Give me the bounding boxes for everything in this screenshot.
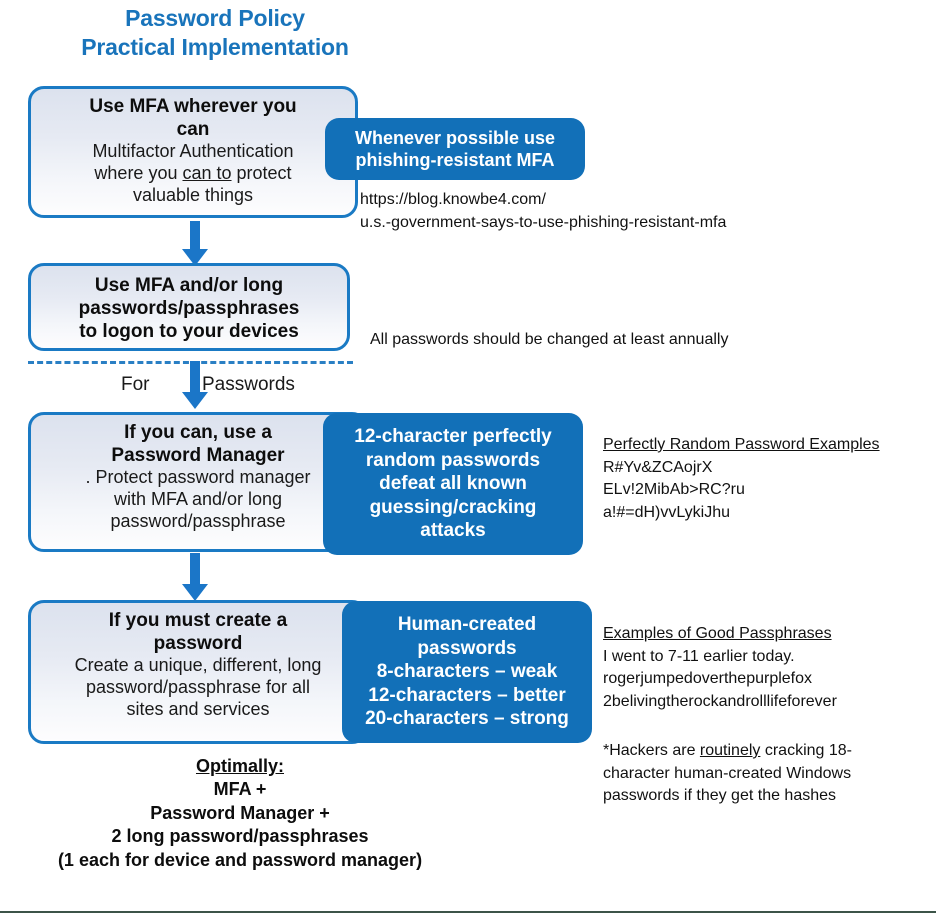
callout-random-passwords[interactable]: 12-character perfectly random passwords … (323, 413, 583, 555)
note-passphrase-examples: Examples of Good Passphrases I went to 7… (603, 623, 933, 714)
step2-heading-line1: Use MFA and/or long (94, 275, 284, 296)
step3-body-line3: password/passphrase (110, 511, 286, 532)
divider-label-before: For (121, 374, 150, 395)
hackers-warning-post: cracking 18- (760, 742, 852, 759)
hackers-warning-line-3: passwords if they get the hashes (603, 787, 837, 805)
passphrase-example-1: I went to 7-11 earlier today. (603, 647, 795, 665)
step-box-password-manager[interactable]: If you can, use a Password Manager . Pro… (28, 412, 368, 552)
optimally-line-3: 2 long password/passphrases (111, 826, 369, 847)
arrow-step1-to-step2 (178, 221, 212, 266)
step3-body-line2: with MFA and/or long (113, 489, 283, 510)
divider-label-passwords: Passwords (202, 374, 295, 396)
passphrase-examples-heading-text: Examples of Good Passphrases (603, 625, 832, 642)
step-box-use-mfa-logon[interactable]: Use MFA and/or long passwords/passphrase… (28, 263, 350, 351)
random-examples-heading-text: Perfectly Random Password Examples (603, 436, 880, 453)
passphrase-examples-heading: Examples of Good Passphrases (603, 623, 933, 646)
step-box-use-mfa-wherever[interactable]: Use MFA wherever you can Multifactor Aut… (28, 86, 358, 218)
callout2-line-1: 12-character perfectly (354, 426, 552, 448)
note-source-url[interactable]: https://blog.knowbe4.com/ u.s.-governmen… (360, 189, 920, 234)
arrow-shaft (190, 553, 200, 586)
arrow-shaft (190, 361, 200, 393)
arrow-head (182, 392, 208, 409)
step1-body-line2-post: protect (231, 163, 292, 184)
optimally-line-1: MFA + (213, 779, 267, 800)
arrow-step2-to-step3 (178, 361, 212, 409)
step4-body-line3: sites and services (126, 699, 270, 720)
step1-body-line1: Multifactor Authentication (92, 141, 294, 162)
step2-heading-line3: to logon to your devices (79, 321, 299, 343)
step4-body-line2: password/passphrase for all (85, 677, 311, 698)
step3-heading-line2: Password Manager (111, 445, 285, 467)
optimally-line-2: Password Manager + (150, 802, 330, 823)
divider-label-for: For (121, 374, 150, 396)
step2-heading-line2: passwords/passphrases (78, 298, 300, 320)
optimally-line-4: (1 each for device and password manager) (57, 849, 423, 870)
source-url-line-2: u.s.-government-says-to-use-phishing-res… (360, 213, 727, 231)
step4-heading-line1: If you must create a (108, 610, 288, 631)
hackers-warning-pre: *Hackers are (603, 742, 700, 759)
callout2-line-4: guessing/cracking (369, 496, 537, 518)
step1-body-line3: valuable things (132, 185, 254, 206)
passphrase-example-3: 2belivingtherockandrolllifeforever (603, 693, 837, 711)
summary-optimally: Optimally: MFA + Password Manager + 2 lo… (0, 755, 480, 872)
note-annual-change: All passwords should be changed at least… (370, 329, 890, 352)
note-random-password-examples: Perfectly Random Password Examples R#Yv&… (603, 434, 933, 525)
callout-human-created-passwords[interactable]: Human-created passwords 8-characters – w… (342, 601, 592, 743)
callout3-line-5: 20-characters – strong (365, 708, 569, 730)
callout3-line-1: Human-created (397, 614, 537, 636)
hackers-warning-line-1: *Hackers are routinely cracking 18- (603, 740, 933, 763)
step-box-create-password[interactable]: If you must create a password Create a u… (28, 600, 368, 744)
callout3-line-4: 12-characters – better (368, 684, 566, 706)
callout-phishing-resistant-mfa[interactable]: Whenever possible use phishing-resistant… (325, 118, 585, 180)
random-example-2: ELv!2MibAb>RC?ru (603, 481, 745, 499)
passphrase-example-2: rogerjumpedoverthepurplefox (603, 670, 813, 688)
arrow-step3-to-step4 (178, 553, 212, 601)
annual-change-text: All passwords should be changed at least… (370, 331, 729, 348)
footer-divider (0, 911, 936, 913)
title-line-2: Practical Implementation (81, 34, 349, 61)
step1-body-line2-pre: where you (94, 163, 183, 184)
callout1-line-2: phishing-resistant MFA (355, 150, 555, 170)
title-line-1: Password Policy (125, 5, 305, 31)
step3-heading-line1: If you can, use a (124, 422, 272, 443)
step1-heading-line1: Use MFA wherever you (89, 96, 297, 117)
callout1-line-1: Whenever possible use (354, 127, 556, 148)
hackers-warning-line-2: character human-created Windows (603, 764, 852, 782)
arrow-head (182, 249, 208, 266)
divider-label-after: Passwords (202, 374, 295, 395)
step4-body-line1: Create a unique, different, long (74, 655, 322, 676)
step4-heading-line2: password (153, 633, 243, 655)
callout2-line-5: attacks (420, 520, 486, 542)
callout2-line-3: defeat all known (379, 473, 527, 495)
note-hackers-warning: *Hackers are routinely cracking 18- char… (603, 740, 933, 808)
random-example-3: a!#=dH)vvLykiJhu (603, 504, 731, 522)
page-title: Password Policy Practical Implementation (0, 4, 430, 63)
optimally-heading: Optimally: (195, 756, 284, 776)
random-example-1: R#Yv&ZCAojrX (603, 458, 713, 476)
step1-heading-line2: can (176, 119, 210, 141)
callout2-line-2: random passwords (365, 449, 541, 471)
random-examples-heading: Perfectly Random Password Examples (603, 434, 933, 457)
step3-body-line1: . Protect password manager (85, 467, 311, 488)
callout3-line-3: 8-characters – weak (376, 661, 558, 683)
arrow-shaft (190, 221, 200, 251)
step1-body-line2: where you can to protect (39, 163, 347, 185)
callout3-line-2: passwords (417, 637, 517, 659)
step1-body-line2-underline: can to (182, 163, 232, 184)
arrow-head (182, 584, 208, 601)
hackers-warning-underline: routinely (699, 742, 761, 759)
source-url-line-1: https://blog.knowbe4.com/ (360, 191, 546, 208)
